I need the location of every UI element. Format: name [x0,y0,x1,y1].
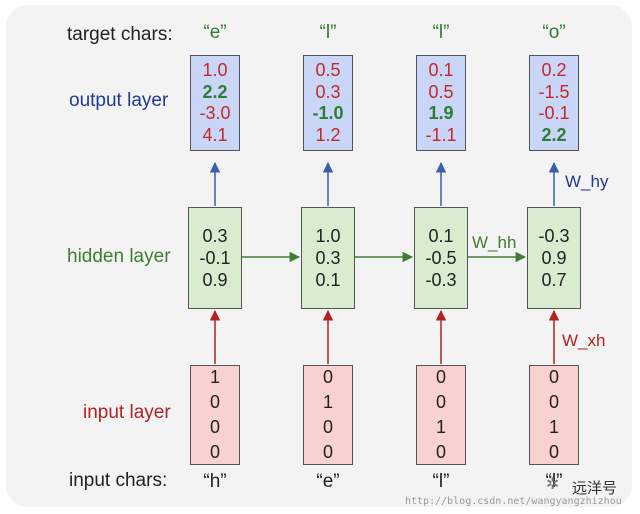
hidden-value: 0.3 [202,226,228,246]
weight-xh-label: W_xh [562,331,606,350]
output-box-1: 1.0 2.2 -3.0 4.1 [190,55,240,151]
input-chars-label: input chars: [69,470,168,491]
hidden-box-2: 1.0 0.3 0.1 [301,207,355,309]
output-value: 1.9 [428,103,454,123]
input-value: 0 [209,442,220,462]
input-value: 0 [548,442,559,462]
input-value: 0 [435,367,446,387]
target-char-3: “l” [432,22,450,43]
hidden-layer-label: hidden layer [67,246,171,267]
hidden-value: 0.9 [541,248,567,268]
input-char-1: “h” [203,471,227,492]
output-value: -1.0 [312,103,344,123]
input-value: 0 [435,442,446,462]
output-box-3: 0.1 0.5 1.9 -1.1 [416,55,466,151]
output-layer-label: output layer [69,90,169,111]
input-value: 0 [209,392,220,412]
input-value: 0 [322,417,333,437]
input-box-1: 1 0 0 0 [190,365,240,465]
output-value: 1.0 [202,60,228,80]
watermark-brand: 远洋号 [572,480,618,497]
output-value: 0.3 [315,81,341,102]
input-value: 1 [548,417,559,437]
wechat-icon: ✲ [546,476,560,493]
input-box-2: 0 1 0 0 [303,365,353,465]
input-box-3: 0 0 1 0 [416,365,466,465]
target-char-4: “o” [542,22,566,43]
hidden-value: 1.0 [315,226,341,246]
output-box-4: 0.2 -1.5 -0.1 2.2 [529,55,579,151]
hidden-value: -0.1 [199,248,231,268]
output-value: -0.1 [538,103,570,123]
hidden-value: 0.3 [315,248,341,268]
hidden-box-3: 0.1 -0.5 -0.3 [414,207,468,309]
hidden-value: -0.3 [538,226,570,246]
input-char-4: “l” [545,471,563,492]
output-box-2: 0.5 0.3 -1.0 1.2 [303,55,353,151]
output-value: 0.1 [428,60,454,80]
input-value: 0 [209,417,220,437]
hidden-value: 0.1 [315,270,341,290]
output-value: 0.5 [428,81,454,102]
output-value: 1.2 [315,124,341,145]
output-value: 0.2 [541,60,567,80]
input-value: 0 [322,442,333,462]
input-box-4: 0 0 1 0 [529,365,579,465]
output-value: 4.1 [202,124,228,145]
hidden-value: 0.9 [202,270,228,290]
hidden-box-1: 0.3 -0.1 0.9 [188,207,242,309]
weight-hy-label: W_hy [565,172,609,191]
hidden-value: -0.5 [425,248,457,268]
input-value: 0 [548,392,559,412]
target-char-2: “l” [319,22,337,43]
hidden-value: 0.1 [428,226,454,246]
hidden-value: 0.7 [541,270,567,290]
hidden-box-4: -0.3 0.9 0.7 [527,207,581,309]
output-value: 2.2 [202,81,228,102]
output-value: -1.5 [538,81,570,102]
input-value: 1 [435,417,446,437]
input-value: 0 [548,367,559,387]
hidden-value: -0.3 [425,270,457,290]
input-value: 0 [322,367,333,387]
input-value: 0 [435,392,446,412]
target-chars-label: target chars: [67,24,173,45]
input-char-2: “e” [316,471,340,492]
weight-hh-label: W_hh [472,233,517,252]
input-value: 1 [209,367,220,387]
input-char-3: “l” [432,471,450,492]
input-layer-label: input layer [83,402,171,423]
input-value: 1 [322,392,333,412]
output-value: -1.1 [425,124,457,145]
output-value: -3.0 [199,103,231,123]
output-value: 0.5 [315,60,341,80]
output-value: 2.2 [541,124,567,145]
target-char-1: “e” [203,22,227,43]
watermark-url: http://blog.csdn.net/wangyangzhizhou [405,496,622,507]
